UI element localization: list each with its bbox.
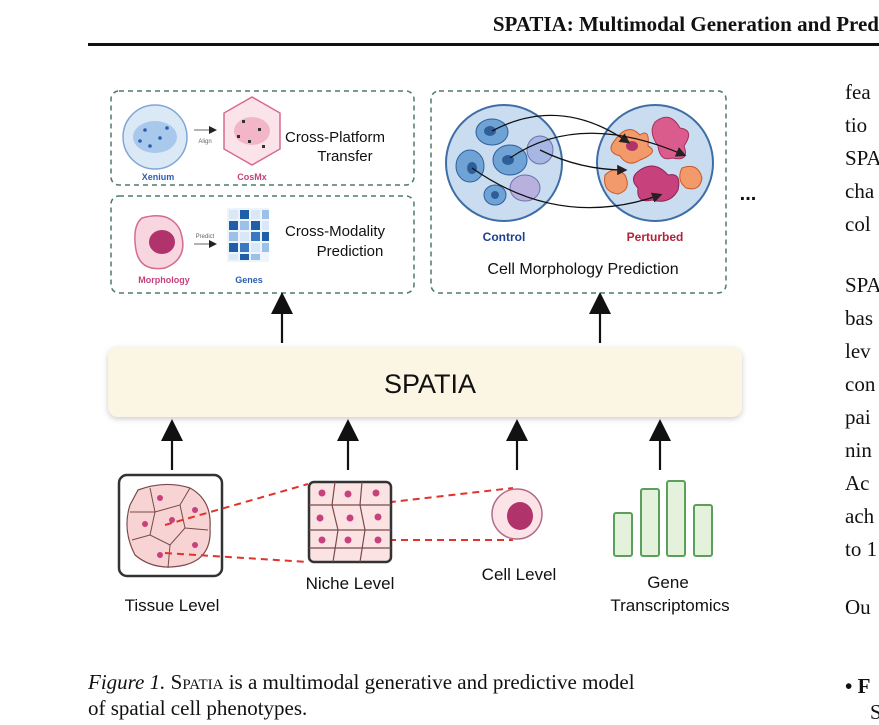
cross-platform-title-2: Transfer bbox=[317, 148, 372, 165]
morphology-transition-arrows bbox=[471, 114, 687, 209]
bullet-item: • F bbox=[845, 674, 871, 698]
control-dish-icon bbox=[445, 104, 563, 222]
right-line: tio bbox=[845, 113, 868, 137]
right-line: fea bbox=[845, 80, 871, 104]
cell-level-label: Cell Level bbox=[482, 565, 557, 584]
cross-modality-title-1: Cross-Modality bbox=[285, 223, 386, 240]
cross-platform-panel: Xenium Align CosMx Cross-Platform Transf… bbox=[110, 90, 415, 186]
caption-line2: of spatial cell phenotypes. bbox=[88, 696, 308, 720]
bullet-line2: S bbox=[870, 700, 879, 724]
tissue-level-icon bbox=[117, 473, 224, 578]
niche-level-label: Niche Level bbox=[306, 574, 395, 593]
morphology-label: Morphology bbox=[138, 275, 190, 285]
align-label: Align bbox=[198, 139, 211, 145]
tissue-level-label: Tissue Level bbox=[125, 596, 220, 615]
cosmx-icon bbox=[223, 96, 281, 166]
xenium-icon bbox=[122, 104, 188, 170]
right-line: con bbox=[845, 372, 876, 396]
cell-level-icon bbox=[491, 488, 543, 540]
gene-label-2: Transcriptomics bbox=[610, 596, 729, 615]
right-line: Ou bbox=[845, 595, 871, 619]
caption-text: is a multimodal generative and predictiv… bbox=[223, 670, 635, 694]
right-line: col bbox=[845, 212, 871, 236]
right-line: SPA bbox=[845, 146, 879, 170]
model-bar bbox=[108, 347, 742, 417]
cross-platform-title-1: Cross-Platform bbox=[285, 129, 385, 146]
model-name: SPATIA bbox=[384, 369, 476, 399]
genes-matrix-icon bbox=[227, 208, 269, 262]
niche-level-icon bbox=[307, 480, 393, 564]
perturbed-label: Perturbed bbox=[627, 230, 684, 244]
xenium-label: Xenium bbox=[142, 172, 175, 182]
gene-label-1: Gene bbox=[647, 573, 689, 592]
right-line: ach bbox=[845, 504, 875, 528]
morphology-prediction-panel: Control Perturbed Cell Morphology Predic… bbox=[430, 90, 727, 294]
predict-label: Predict bbox=[196, 234, 215, 240]
right-line: nin bbox=[845, 438, 872, 462]
cross-modality-title-2: Prediction bbox=[317, 243, 384, 260]
perturbed-dish-icon bbox=[596, 104, 714, 222]
right-line: SPA bbox=[845, 273, 879, 297]
running-header: SPATIA: Multimodal Generation and Pred bbox=[492, 12, 879, 36]
gene-expression-bars-icon bbox=[613, 480, 713, 557]
cross-modality-panel: Morphology Predict Genes Cross-Modality … bbox=[110, 195, 415, 294]
right-line: to 1 bbox=[845, 537, 878, 561]
caption-model: Spatia bbox=[170, 670, 224, 694]
header-rule bbox=[88, 43, 879, 46]
right-line: Ac bbox=[845, 471, 870, 495]
right-line: cha bbox=[845, 179, 875, 203]
right-line: bas bbox=[845, 306, 873, 330]
right-line: pai bbox=[845, 405, 871, 429]
figure-caption: Figure 1. Spatia is a multimodal generat… bbox=[88, 669, 808, 721]
figure-diagram: Xenium Align CosMx Cross-Platform Transf… bbox=[108, 90, 757, 615]
cosmx-label: CosMx bbox=[237, 172, 267, 182]
morphology-prediction-title: Cell Morphology Prediction bbox=[487, 261, 678, 278]
caption-label: Figure 1. bbox=[88, 670, 166, 694]
genes-label: Genes bbox=[235, 275, 263, 285]
ellipsis: ... bbox=[740, 183, 757, 205]
right-line: lev bbox=[845, 339, 871, 363]
morphology-cell-icon bbox=[134, 215, 184, 270]
control-label: Control bbox=[483, 230, 526, 244]
